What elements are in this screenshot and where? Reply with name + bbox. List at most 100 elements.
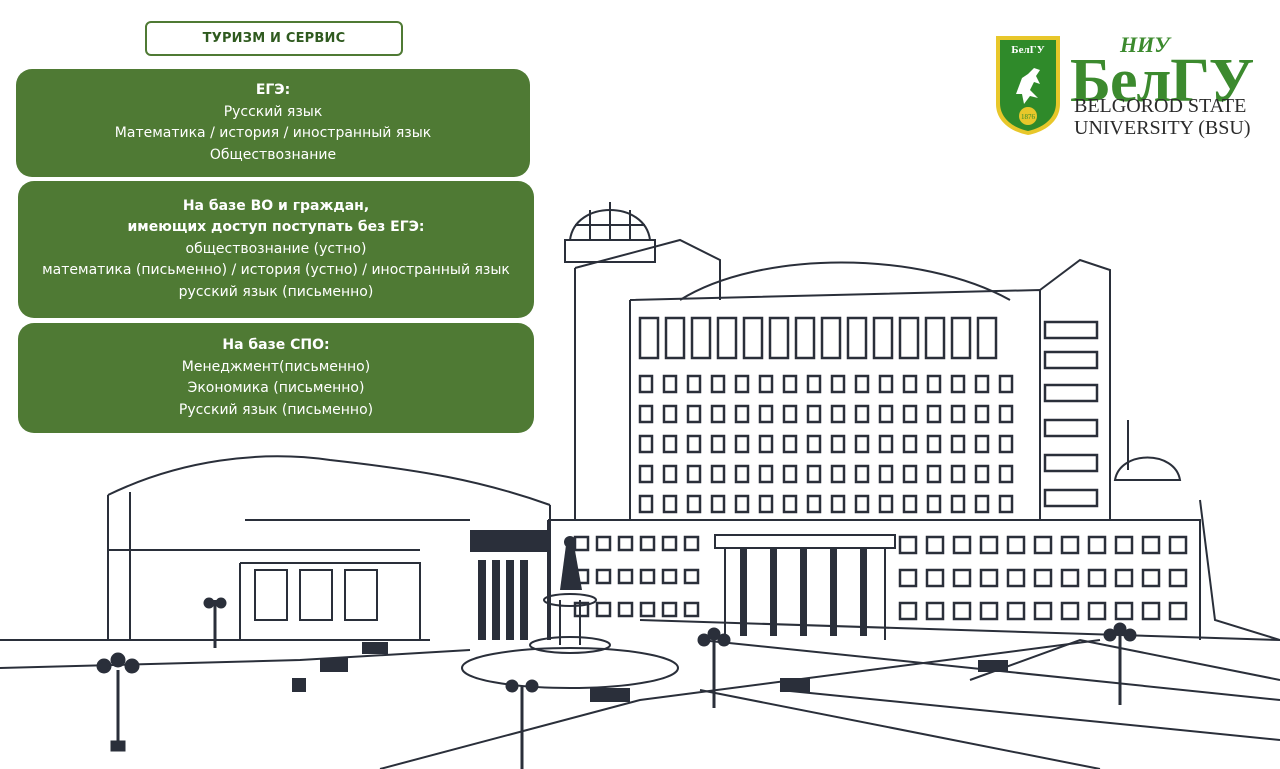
tower-window [998, 494, 1014, 514]
tower-window [854, 434, 870, 454]
university-logo: БелГУ 1876 НИУ БелГУ BELGOROD STATE UNIV… [994, 32, 1274, 142]
tower-window [846, 316, 868, 360]
tower-window [716, 316, 738, 360]
tower-window [734, 464, 750, 484]
section-heading: ТУРИЗМ И СЕРВИС [145, 21, 403, 56]
tower-window [902, 404, 918, 424]
facade-window [1060, 535, 1080, 555]
tower-window [742, 316, 764, 360]
facade-window [952, 535, 972, 555]
tower-window [686, 464, 702, 484]
tower-window [950, 404, 966, 424]
exam-box-spo: На базе СПО: Менеджмент(письменно) Эконо… [18, 323, 534, 433]
tower-window [902, 464, 918, 484]
tower-window [976, 316, 998, 360]
tower-window [974, 374, 990, 394]
tower-window [974, 434, 990, 454]
facade-window [1087, 568, 1107, 588]
facade-window [595, 535, 612, 552]
tower-window [638, 316, 660, 360]
facade-window [1060, 601, 1080, 621]
tower-window [794, 316, 816, 360]
facade-window [661, 601, 678, 618]
box-line: Обществознание [209, 146, 337, 163]
tower-window [782, 434, 798, 454]
box-line: обществознание (устно) [185, 240, 367, 257]
tower-window [926, 404, 942, 424]
tower-window [734, 374, 750, 394]
tower-window [710, 374, 726, 394]
facade-window [1033, 568, 1053, 588]
tower-window [878, 434, 894, 454]
facade-window [979, 535, 999, 555]
tower-window [710, 494, 726, 514]
tower-window [710, 434, 726, 454]
tower-window [638, 494, 654, 514]
tower-window [974, 464, 990, 484]
facade-window [1006, 601, 1026, 621]
tower-window [662, 464, 678, 484]
box-line: Экономика (письменно) [187, 380, 365, 396]
tower-window [854, 464, 870, 484]
facade-window [1114, 601, 1134, 621]
facade-window [661, 535, 678, 552]
tower-window [806, 374, 822, 394]
facade-window [952, 601, 972, 621]
tower-window [878, 404, 894, 424]
tower-window [782, 374, 798, 394]
facade-window [925, 601, 945, 621]
tower-window [950, 494, 966, 514]
tower-window [974, 494, 990, 514]
tower-window [878, 374, 894, 394]
facade-window [1168, 601, 1188, 621]
exam-box-ege: ЕГЭ: Русский язык Математика / история /… [16, 69, 530, 177]
tower-window [710, 464, 726, 484]
tower-window [638, 404, 654, 424]
facade-window [617, 601, 634, 618]
tower-window [664, 316, 686, 360]
facade-window [639, 568, 656, 585]
box-line: русский язык (письменно) [178, 283, 374, 300]
facade-window [1141, 568, 1161, 588]
facade-window [1114, 568, 1134, 588]
tower-window [998, 464, 1014, 484]
facade-window [925, 568, 945, 588]
facade-window [617, 568, 634, 585]
tower-window [878, 464, 894, 484]
facade-window [1168, 568, 1188, 588]
facade-window [573, 535, 590, 552]
tower-window [902, 434, 918, 454]
facade-window [595, 601, 612, 618]
facade-window [617, 535, 634, 552]
tower-window [686, 374, 702, 394]
tower-window [926, 434, 942, 454]
tower-window [686, 404, 702, 424]
tower-window [758, 404, 774, 424]
tower-window [734, 494, 750, 514]
tower-window [926, 374, 942, 394]
facade-window [683, 568, 700, 585]
tower-window [926, 464, 942, 484]
tower-window [662, 494, 678, 514]
tower-window [820, 316, 842, 360]
box-line: математика (письменно) / история (устно)… [42, 262, 510, 279]
tower-window [690, 316, 712, 360]
facade-window [1006, 535, 1026, 555]
crest-text: БелГУ [1011, 44, 1044, 56]
facade-window [1033, 535, 1053, 555]
brand-wordmark: БелГУ [1070, 47, 1254, 115]
tower-window [872, 316, 894, 360]
facade-window [1060, 568, 1080, 588]
tower-window [662, 404, 678, 424]
tower-window [806, 434, 822, 454]
tower-window [638, 374, 654, 394]
box-title: имеющих доступ поступать без ЕГЭ: [127, 219, 425, 236]
tower-window [998, 434, 1014, 454]
facade-window [1006, 568, 1026, 588]
tower-window [830, 434, 846, 454]
tower-window [974, 404, 990, 424]
tower-window [782, 404, 798, 424]
tower-window [734, 404, 750, 424]
tower-window [830, 464, 846, 484]
tower-window [686, 494, 702, 514]
